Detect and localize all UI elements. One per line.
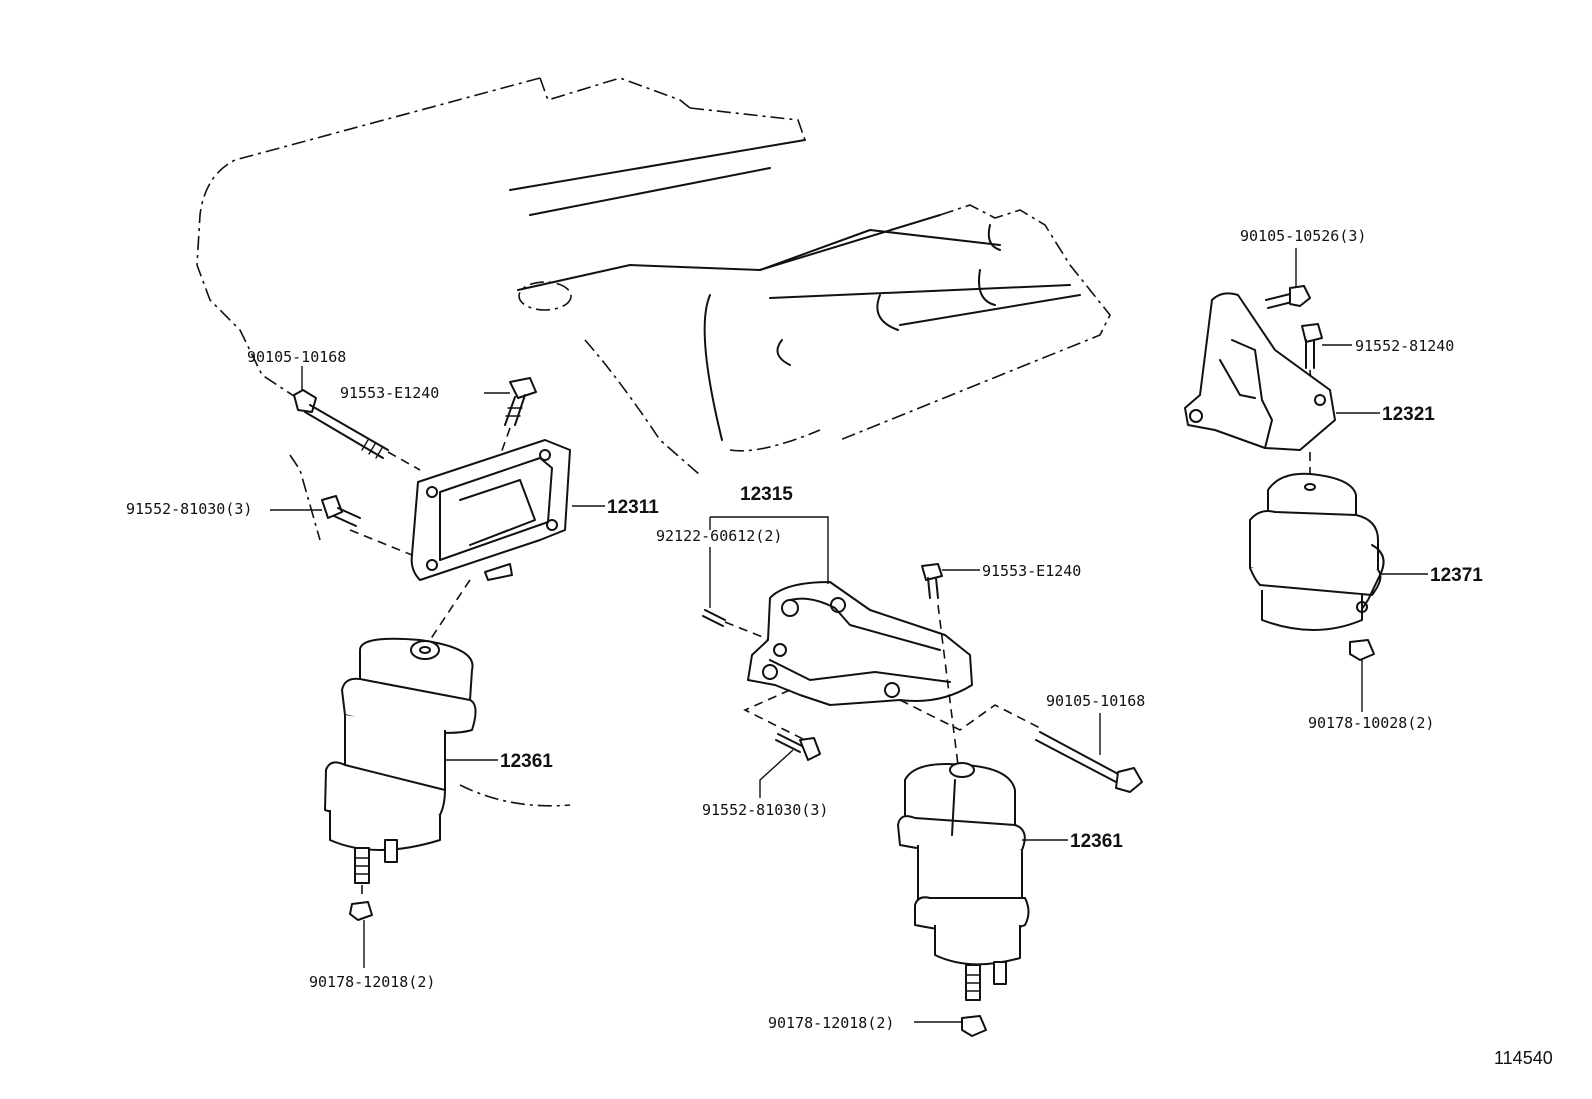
stud-92122-60612 — [702, 609, 771, 641]
nut-90178-12018-center — [961, 1015, 987, 1037]
engine-block-outline — [196, 77, 1111, 807]
label-91552-81030-center: 91552-81030(3) — [702, 801, 828, 819]
label-91552-81240: 91552-81240 — [1355, 337, 1454, 355]
label-90178-10028: 90178-10028(2) — [1308, 714, 1434, 732]
bracket-12315 — [743, 581, 1041, 766]
label-90178-12018-center: 90178-12018(2) — [768, 1014, 894, 1032]
label-90105-10526: 90105-10526(3) — [1240, 227, 1366, 245]
bracket-12311 — [410, 439, 571, 641]
part-labels: 90105-10168 91553-E1240 91552-81030(3) 1… — [126, 227, 1553, 1068]
bolt-91552-81030-center — [775, 733, 821, 761]
label-12311: 12311 — [607, 497, 659, 518]
label-90105-10168-center: 90105-10168 — [1046, 692, 1145, 710]
bolt-91552-81030-left — [321, 495, 413, 556]
label-90178-12018-left: 90178-12018(2) — [309, 973, 435, 991]
label-12315: 12315 — [740, 484, 793, 505]
leader-lines — [270, 248, 1428, 1023]
bolt-90105-10526 — [1265, 285, 1311, 309]
label-12321: 12321 — [1382, 404, 1435, 425]
label-12371: 12371 — [1430, 565, 1483, 586]
label-12361-center: 12361 — [1070, 831, 1123, 852]
illustration-code: 114540 — [1494, 1048, 1553, 1068]
label-92122-60612: 92122-60612(2) — [656, 527, 782, 545]
bracket-12321 — [1184, 292, 1336, 480]
engine-mount-12371 — [1249, 472, 1385, 631]
bolt-90105-10168-left — [293, 389, 421, 471]
engine-mount-12361-center — [897, 762, 1030, 1001]
label-90105-10168-left: 90105-10168 — [247, 348, 346, 366]
nut-90178-10028 — [1349, 639, 1375, 661]
label-91553-e1240-left: 91553-E1240 — [340, 384, 439, 402]
label-12361-left: 12361 — [500, 751, 553, 772]
label-91552-81030-left: 91552-81030(3) — [126, 500, 252, 518]
label-91553-e1240-center: 91553-E1240 — [982, 562, 1081, 580]
bolt-90105-10168-center — [1035, 731, 1143, 793]
engine-mount-12361-left — [324, 637, 477, 900]
bolt-91553-e1240-center — [921, 563, 943, 599]
nut-90178-12018-left — [349, 901, 373, 921]
bolt-91553-e1240-left — [494, 377, 537, 471]
